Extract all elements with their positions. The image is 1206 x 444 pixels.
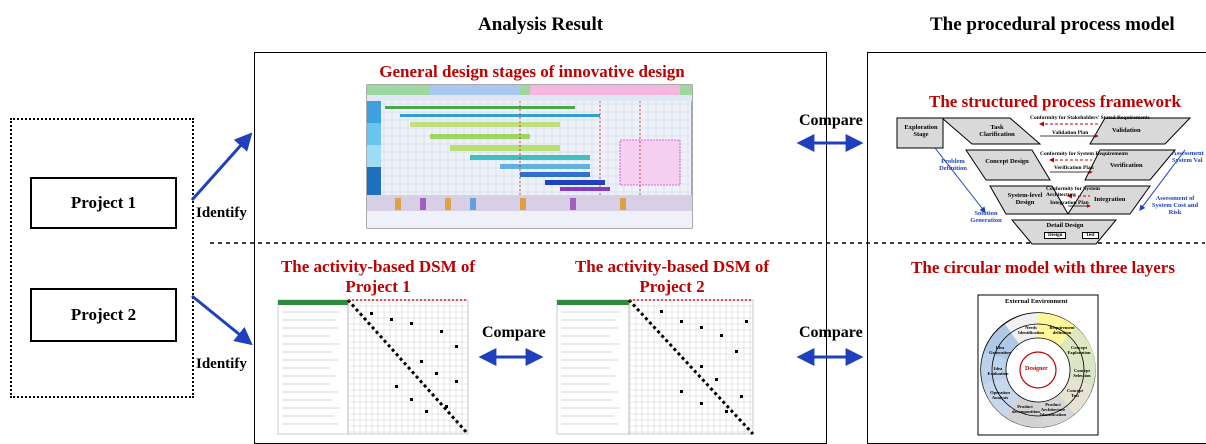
project-1-box: Project 1: [30, 177, 177, 229]
v-verification: Verification: [1110, 162, 1143, 169]
identify-arrow-bottom: [191, 294, 253, 346]
circle-seg-5: Product Architecture Identification: [1039, 402, 1066, 417]
gantt-chart-thumbnail: [366, 84, 693, 229]
analysis-result-header: Analysis Result: [478, 14, 604, 35]
project-2-box: Project 2: [30, 288, 177, 342]
compare-label-bottom: Compare: [799, 324, 863, 341]
v-integration: Integration: [1094, 196, 1126, 203]
v-system-level-design: System-level Design: [1007, 192, 1043, 206]
compare-label-dsm: Compare: [482, 324, 546, 341]
circle-seg-4: Concept Test: [1067, 388, 1083, 398]
v-problem-definition: Problem Definition: [939, 158, 967, 172]
v-concept-design: Concept Design: [985, 158, 1029, 165]
circle-seg-3: Concept Selection: [1073, 368, 1091, 378]
dsm-project-1-thumbnail: [277, 298, 470, 436]
circle-seg-7: Operation Analysis: [990, 390, 1010, 400]
circle-seg-6: Product decomposition: [1012, 404, 1040, 414]
procedural-model-header: The procedural process model: [930, 14, 1175, 35]
project-1-label: Project 1: [70, 193, 137, 212]
project-2-label: Project 2: [70, 305, 137, 324]
v-exploration: Exploration Stage: [904, 124, 938, 138]
v-conformity-system: Conformity for System Requirements: [1040, 151, 1129, 157]
v-validation: Validation: [1112, 127, 1141, 134]
dsm1-title-line2: Project 1: [345, 277, 411, 296]
compare-label-top: Compare: [799, 112, 863, 129]
circle-seg-1: Requirement definition: [1049, 325, 1075, 335]
identify-label-top: Identify: [196, 205, 247, 221]
dsm-project-2-thumbnail: [556, 298, 755, 436]
dsm2-title-line1: The activity-based DSM of: [574, 257, 770, 276]
v-verification-plan: Verification Plan: [1054, 165, 1094, 171]
v-assessment-system-val: Assessment System Val: [1172, 150, 1204, 164]
v-assessment-cost-risk: Assessment of System Cost and Risk: [1151, 195, 1199, 216]
circular-model-title: The circular model with three layers: [911, 258, 1175, 277]
v-solution-generation: Solution Generation: [970, 210, 1002, 224]
dsm1-title: The activity-based DSM of Project 1: [262, 257, 494, 297]
dsm1-title-line1: The activity-based DSM of: [280, 257, 476, 276]
projects-container: [10, 118, 194, 398]
v-task-clarification: Task Clarification: [979, 124, 1015, 138]
identify-arrow-top: [190, 132, 253, 201]
gantt-title: General design stages of innovative desi…: [379, 62, 685, 81]
v-detail-design-box: Design: [1044, 232, 1067, 239]
circle-designer: Designer: [1025, 366, 1048, 372]
v-validation-plan: Validation Plan: [1052, 130, 1089, 136]
v-detail-design: Detail Design: [1046, 222, 1084, 229]
circle-seg-0: Needs Identification: [1018, 325, 1045, 335]
v-detail-test-box: Test: [1082, 232, 1099, 239]
v-conformity-architecture: Conformity for System Architecture: [1046, 186, 1100, 198]
circle-external-environment: External Environment: [1005, 298, 1068, 305]
circle-seg-2: Concept Exploration: [1067, 345, 1091, 355]
v-integration-plan: Integration Plan: [1050, 200, 1089, 206]
circle-seg-8: Idea Generation: [989, 345, 1011, 355]
dsm2-title-line2: Project 2: [639, 277, 705, 296]
v-conformity-stakeholders: Conformity for Stakeholders' Stated Requ…: [1030, 115, 1150, 121]
circle-seg-9: Idea Evaluation: [987, 366, 1009, 376]
circular-model-diagram: [977, 294, 1099, 436]
structured-framework-title: The structured process framework: [929, 92, 1181, 111]
identify-label-bottom: Identify: [196, 356, 247, 372]
dsm2-title: The activity-based DSM of Project 2: [556, 257, 788, 297]
